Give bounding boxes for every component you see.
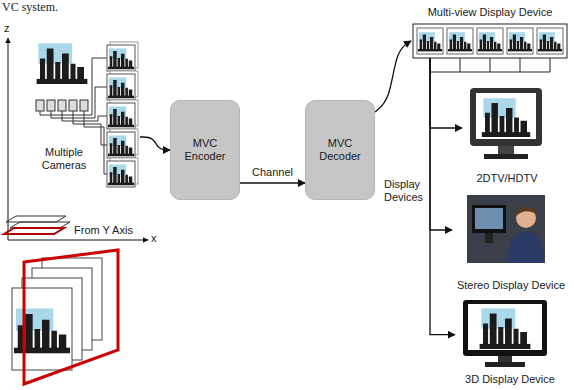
view-image bbox=[108, 47, 134, 70]
display-bus bbox=[430, 58, 550, 72]
multi-view-display bbox=[413, 24, 567, 72]
tv-device: 2DTV/HDTV bbox=[462, 85, 552, 185]
camera-icon bbox=[36, 100, 44, 111]
monitor-screen bbox=[468, 304, 542, 350]
view-label: From Y Axis bbox=[74, 224, 133, 237]
monitor-stand bbox=[485, 233, 493, 243]
display-image bbox=[538, 31, 562, 52]
photo-background bbox=[467, 195, 545, 263]
flow-arrow bbox=[140, 137, 170, 150]
display-view bbox=[507, 28, 533, 54]
monitor-image bbox=[480, 305, 531, 349]
display-view bbox=[447, 28, 473, 54]
view-frame bbox=[107, 161, 135, 187]
node-label: MVC Decoder bbox=[316, 137, 364, 163]
view-frame bbox=[107, 132, 135, 158]
display-view bbox=[537, 28, 563, 54]
selected-plane bbox=[24, 250, 118, 384]
display-view bbox=[477, 28, 503, 54]
tv-base bbox=[484, 154, 528, 159]
view-image bbox=[108, 134, 134, 157]
scene-city bbox=[37, 40, 88, 84]
z-axis bbox=[8, 38, 9, 240]
camera-array: Multiple Cameras bbox=[30, 40, 140, 195]
camera-wire bbox=[84, 111, 107, 174]
person-body bbox=[508, 232, 544, 263]
node-label: 3D Display Device bbox=[465, 373, 555, 386]
display-image bbox=[508, 31, 532, 52]
view-frame bbox=[107, 45, 135, 71]
node-label: Stereo Display Device bbox=[457, 279, 565, 292]
view-image bbox=[108, 105, 134, 128]
three-d-device: 3D Display Device bbox=[455, 296, 565, 386]
3d-monitor-picture bbox=[463, 300, 547, 367]
flow-arrow bbox=[430, 58, 462, 128]
group-label: Display Devices bbox=[384, 178, 440, 204]
view-frame bbox=[107, 103, 135, 129]
stack-image bbox=[14, 305, 70, 354]
display-outline bbox=[413, 24, 567, 58]
monitor-frame bbox=[472, 205, 506, 233]
camera-icon bbox=[58, 100, 66, 111]
tv-image bbox=[482, 95, 530, 137]
monitor-frame bbox=[463, 300, 547, 356]
display-image bbox=[448, 31, 472, 52]
x-axis bbox=[8, 240, 148, 241]
camera-wire bbox=[51, 87, 107, 118]
person-hair bbox=[516, 207, 536, 216]
node-label: MVC Encoder bbox=[181, 137, 229, 163]
selected-plane bbox=[4, 228, 64, 234]
stack-frame bbox=[12, 288, 72, 370]
encoder-box: MVC Encoder bbox=[170, 100, 240, 200]
tv-frame bbox=[470, 88, 542, 146]
caption-fragment: VC system. bbox=[2, 0, 58, 14]
node-label: Multi-view Display Device bbox=[428, 6, 553, 19]
flow-arrow bbox=[375, 41, 411, 112]
display-image bbox=[478, 31, 502, 52]
flow-arrow bbox=[430, 58, 452, 230]
axis-label: z bbox=[4, 22, 10, 35]
axis-label: x bbox=[151, 232, 157, 245]
display-array: Multi-view Display Device bbox=[411, 6, 569, 58]
view-plane bbox=[6, 216, 66, 222]
camera-row bbox=[36, 100, 88, 111]
stereo-picture bbox=[467, 195, 545, 263]
node-label: Multiple Cameras bbox=[35, 146, 93, 172]
camera-icon bbox=[80, 100, 88, 111]
y-axis-planes bbox=[4, 216, 70, 234]
camera-wire bbox=[73, 111, 107, 145]
tv-picture bbox=[470, 88, 542, 159]
stereo-device: Stereo Display Device bbox=[452, 192, 570, 292]
view-image bbox=[108, 163, 134, 186]
tv-screen bbox=[476, 93, 536, 139]
flow-arrow bbox=[430, 58, 455, 335]
view-image bbox=[108, 76, 134, 99]
decoder-box: MVC Decoder bbox=[305, 100, 375, 200]
node-label: 2DTV/HDTV bbox=[476, 172, 537, 185]
view-frame bbox=[107, 74, 135, 100]
edge-label: Channel bbox=[250, 166, 295, 179]
monitor-screen bbox=[475, 208, 503, 229]
display-view bbox=[417, 28, 443, 54]
tv-stand bbox=[498, 146, 514, 154]
frame-stack bbox=[12, 250, 118, 384]
monitor-base bbox=[485, 362, 525, 367]
camera-icon bbox=[69, 100, 77, 111]
camera-views bbox=[107, 42, 138, 187]
camera-icon bbox=[47, 100, 55, 111]
monitor-neck bbox=[498, 356, 512, 362]
display-image bbox=[418, 31, 442, 52]
flow-arrow bbox=[240, 182, 305, 183]
